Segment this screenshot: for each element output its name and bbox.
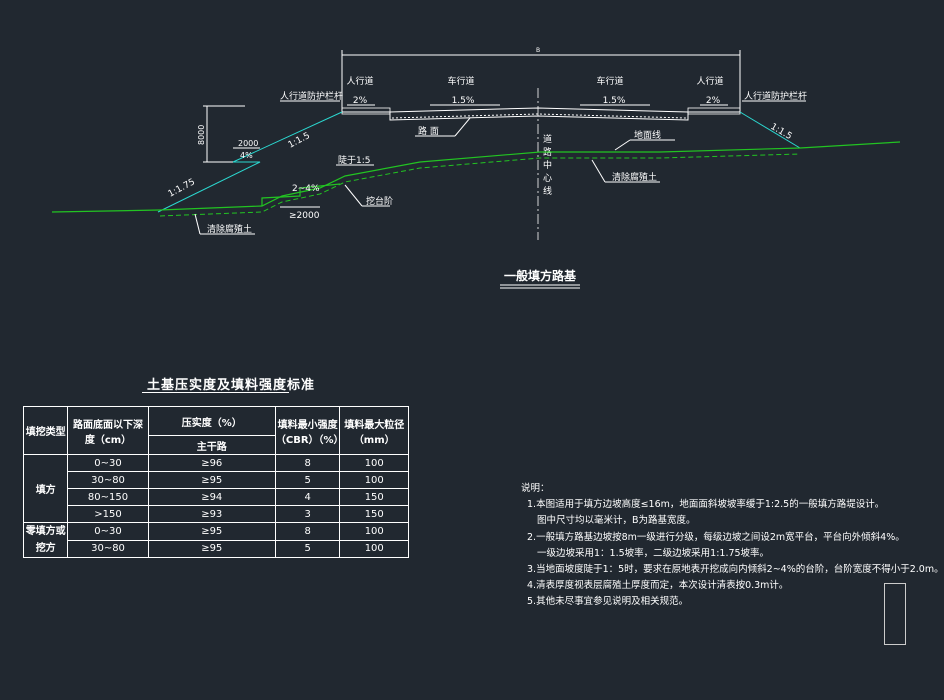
notes-heading: 说明： xyxy=(521,483,550,494)
table-row: 80~150 ≥94 4 150 xyxy=(24,488,409,506)
strip-arrow-left xyxy=(194,213,201,235)
slope-label-sidewalk-right: 2% xyxy=(706,96,721,106)
sidewalk-block-left xyxy=(341,107,391,115)
table-header-row: 填挖类型 路面底面以下深度（cm） 压实度（%） 填料最小强度（CBR）（%） … xyxy=(22,406,409,455)
step-slope-label: 4% xyxy=(240,151,253,160)
cell-compaction: ≥96 xyxy=(147,454,276,472)
slope-label-sidewalk-left: 2% xyxy=(353,96,368,106)
guardrail-label-left: 人行道防护栏杆 xyxy=(280,90,343,102)
cell-compaction: ≥95 xyxy=(147,539,276,558)
compaction-standards-table: 填挖类型 路面底面以下深度（cm） 压实度（%） 填料最小强度（CBR）（%） … xyxy=(22,406,409,558)
cell-cbr: 3 xyxy=(274,505,341,523)
step-width-label: 2000 xyxy=(238,139,258,148)
cell-cbr: 5 xyxy=(274,539,341,558)
centerline-label: 道路中心线 xyxy=(541,133,552,199)
note-line: 图中尺寸均以毫米计，B为路基宽度。 xyxy=(537,515,696,527)
bench-slope-label: 2~4% xyxy=(292,184,320,194)
header-main-road: 主干路 xyxy=(147,435,276,455)
sidewalk-block-right xyxy=(687,107,741,115)
note-line: 3.当地面坡度陡于1：5时，要求在原地表开挖成向内倾斜2~4%的台阶，台阶宽度不… xyxy=(527,564,944,576)
cell-cbr: 4 xyxy=(274,488,341,506)
slope-label-carriage-right: 1.5% xyxy=(603,96,626,106)
cell-compaction: ≥93 xyxy=(147,505,276,523)
ground-leader-arrow xyxy=(614,139,631,151)
cell-cbr: 8 xyxy=(274,454,341,472)
strip-arrow-right xyxy=(591,159,606,183)
cell-particle: 150 xyxy=(339,505,409,523)
cell-compaction: ≥95 xyxy=(147,471,276,489)
benches xyxy=(261,183,341,206)
embankment-slope-left xyxy=(157,111,343,213)
slope-label-carriage-left: 1.5% xyxy=(452,96,475,106)
bench-width-label: ≥2000 xyxy=(289,211,320,221)
cell-particle: 100 xyxy=(339,539,409,558)
ground-line xyxy=(51,141,901,213)
note-line: 一级边坡采用1：1.5坡率，二级边坡采用1:1.75坡率。 xyxy=(537,547,770,559)
table-row: 零填方或挖方 0~30 ≥95 8 100 xyxy=(22,522,409,558)
cell-compaction: ≥95 xyxy=(147,522,276,541)
cell-particle: 100 xyxy=(339,454,409,472)
cross-section-drawing: B 人行道 车行道 车行道 人行道 2% 1.5% 1.5% 2% 人行道防护栏… xyxy=(51,47,901,289)
sidewalk-label-right: 人行道 xyxy=(696,75,723,87)
guardrail-label-right: 人行道防护栏杆 xyxy=(744,90,807,102)
table-title-underline xyxy=(142,392,289,393)
road-surface xyxy=(342,107,740,113)
cell-depth: 30~80 xyxy=(67,539,149,558)
width-dimension-label: B xyxy=(536,47,540,54)
group-type: 零填方或挖方 xyxy=(22,522,69,558)
header-compaction: 压实度（%） xyxy=(147,406,276,436)
pavement-layer xyxy=(389,112,689,121)
design-notes: 说明： 1.本图适用于填方边坡高度≤16m，地面面斜坡坡率缓于1:2.5的一般填… xyxy=(521,481,944,611)
pavement-hatch xyxy=(391,113,687,119)
header-cbr: 填料最小强度（CBR）（%） xyxy=(274,406,344,455)
pavement-label: 路 面 xyxy=(418,125,439,137)
table-row: 30~80 ≥95 5 100 xyxy=(24,539,409,558)
slope-ratio-upper: 1:1.5 xyxy=(287,131,312,151)
cell-depth: 0~30 xyxy=(67,454,149,472)
sidewalk-label-left: 人行道 xyxy=(346,75,373,87)
note-line: 1.本图适用于填方边坡高度≤16m，地面面斜坡坡率缓于1:2.5的一般填方路堤设… xyxy=(527,499,885,511)
cell-cbr: 8 xyxy=(274,522,341,541)
cell-particle: 100 xyxy=(339,471,409,489)
cell-particle: 100 xyxy=(339,522,409,541)
table-row: 30~80 ≥95 5 100 xyxy=(24,471,409,489)
cell-depth: 0~30 xyxy=(67,522,149,541)
step-height-label: 8000 xyxy=(197,125,206,145)
table-title: 土基压实度及填料强度标准 xyxy=(147,378,316,393)
cell-depth: 80~150 xyxy=(67,488,149,506)
slope-ratio-lower: 1:1.75 xyxy=(167,177,197,199)
slope-ratio-right: 1:1.5 xyxy=(769,122,794,142)
strip-topsoil-label-left: 清除腐殖土 xyxy=(207,223,252,235)
section-caption: 一般填方路基 xyxy=(504,268,577,283)
header-particle: 填料最大粒径（mm） xyxy=(339,406,409,455)
ground-slope-label: 陡于1:5 xyxy=(338,154,371,166)
cell-depth: 30~80 xyxy=(67,471,149,489)
table-row: 填方 0~30 ≥96 8 100 xyxy=(22,454,409,523)
group-type: 填方 xyxy=(22,454,69,523)
pavement-leader-arrow xyxy=(454,117,471,137)
stripped-topsoil-line xyxy=(159,153,801,217)
header-depth: 路面底面以下深度（cm） xyxy=(67,406,149,455)
cell-depth: >150 xyxy=(67,505,149,523)
bench-label: 挖台阶 xyxy=(366,195,393,207)
note-line: 5.其他未尽事宜参见说明及相关规范。 xyxy=(527,596,689,608)
title-block-fragment xyxy=(884,583,906,645)
note-line: 4.清表厚度视表层腐殖土厚度而定，本次设计清表按0.3m计。 xyxy=(527,580,789,592)
cell-compaction: ≥94 xyxy=(147,488,276,506)
embankment-slope-right xyxy=(739,111,801,149)
cell-cbr: 5 xyxy=(274,471,341,489)
table-row: >150 ≥93 3 150 xyxy=(24,505,409,523)
note-line: 2.一般填方路基边坡按8m一级进行分级，每级边坡之间设2m宽平台，平台向外倾斜4… xyxy=(527,531,905,543)
strip-topsoil-label-right: 清除腐殖土 xyxy=(612,171,657,183)
carriageway-label-right: 车行道 xyxy=(596,75,623,87)
bench-leader-arrow xyxy=(344,184,363,207)
header-type: 填挖类型 xyxy=(22,406,69,455)
cell-particle: 150 xyxy=(339,488,409,506)
ground-line-label: 地面线 xyxy=(634,129,661,141)
carriageway-label-left: 车行道 xyxy=(447,75,474,87)
